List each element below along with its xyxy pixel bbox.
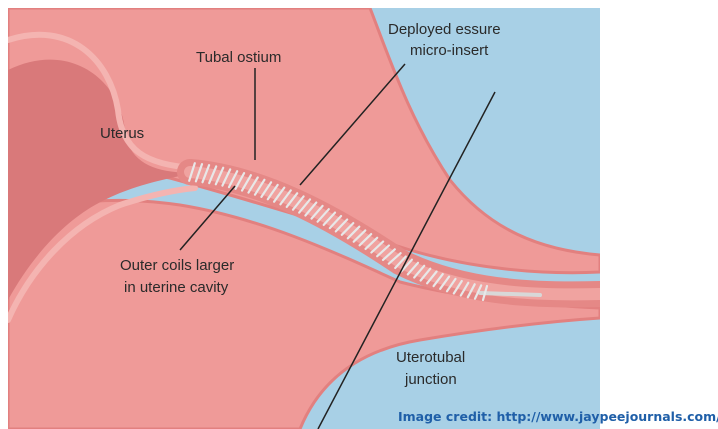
micro-insert-tip [480,293,540,295]
deployed-insert-label-line1: Deployed essure [388,21,501,38]
junction-label-line2: junction [404,371,457,388]
outer-coils-label-line2: in uterine cavity [124,279,229,296]
outer-coils-label-line1: Outer coils larger [120,257,234,274]
image-credit: Image credit: http://www.jaypeejournals.… [398,409,718,424]
junction-label-line1: Uterotubal [396,349,465,366]
tubal-ostium-label: Tubal ostium [196,49,281,66]
anatomy-illustration: Uterus Tubal ostium Deployed essure micr… [8,8,600,429]
uterus-label: Uterus [100,125,144,142]
deployed-insert-label-line2: micro-insert [410,42,489,59]
